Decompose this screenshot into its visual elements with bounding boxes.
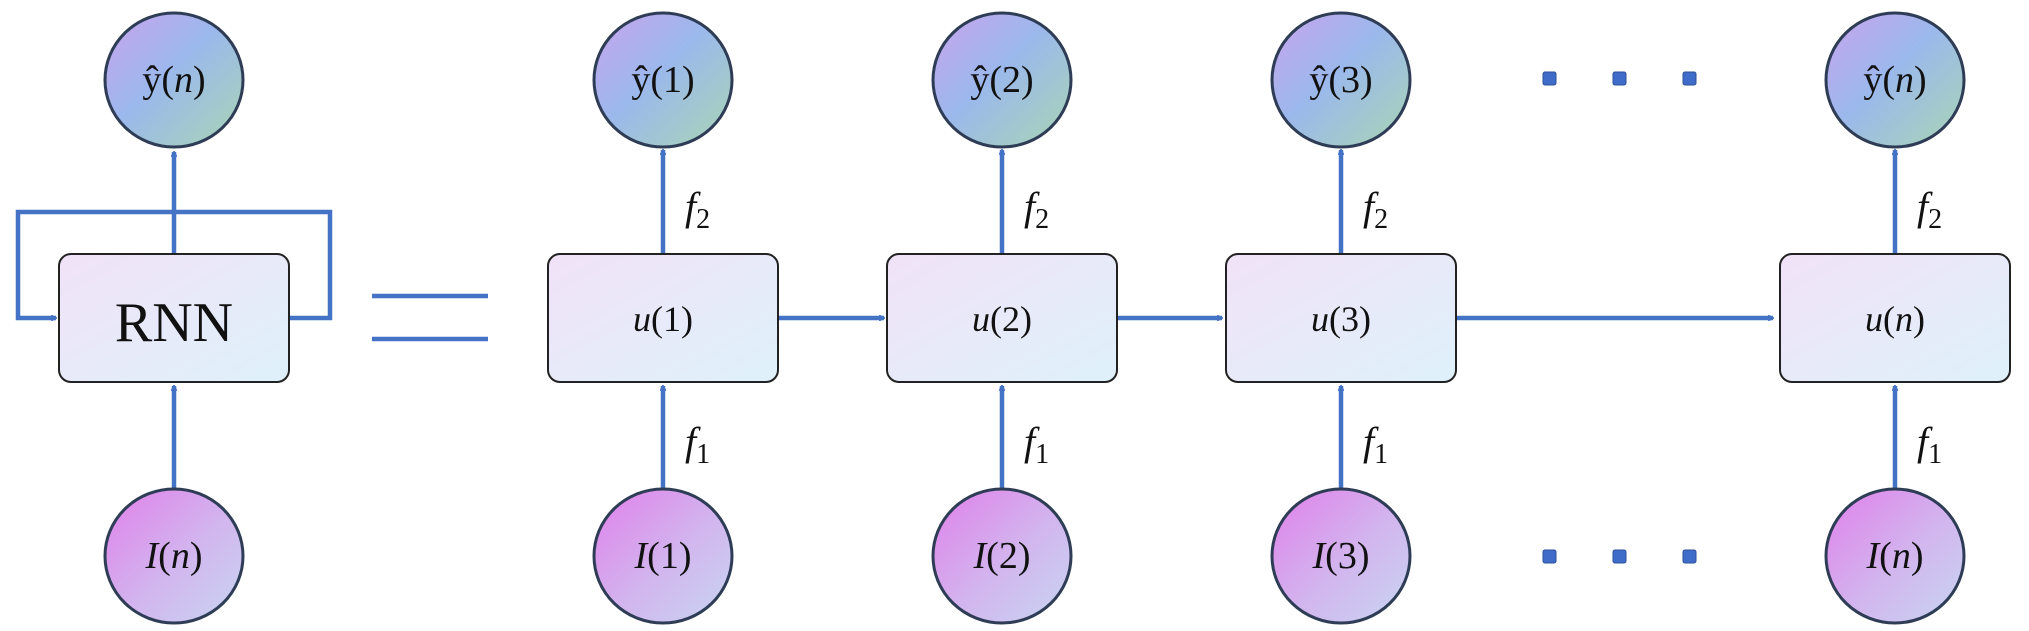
input-node-3 [1270,487,1412,625]
rnn-box [58,253,290,383]
output-node-n [1824,11,1966,149]
folded-rnn: RNN ŷ(n) I(n) [15,11,333,625]
input-node-n [1824,487,1966,625]
hidden-unit-2 [886,253,1118,383]
output-node-2 [931,11,1073,149]
input-node-3-label: I(3) [1312,535,1370,577]
f2-label-3: f2 [1363,184,1388,235]
output-node-3 [1270,11,1412,149]
f1-label-1: f1 [685,419,710,470]
rnn-box-label: RNN [115,292,233,354]
equals-sign [372,293,488,342]
hidden-unit-2-label: u(2) [972,299,1032,339]
ellipsis-dots-top-icon [1542,71,1697,86]
rnn-input-node [103,487,245,625]
rnn-output-label: ŷ(n) [142,59,205,101]
f1-label-2: f1 [1024,419,1049,470]
f1-label-3: f1 [1363,419,1388,470]
hidden-unit-1 [547,253,779,383]
hidden-unit-n-label: u(n) [1865,299,1925,339]
ellipsis-dots-bottom-icon [1542,549,1697,564]
rnn-input-label: I(n) [145,535,203,577]
input-node-2-label: I(2) [973,535,1031,577]
f2-label-2: f2 [1024,184,1049,235]
timestep-1: u(1) ŷ(1) I(1) f2 f1 [547,11,779,625]
output-node-1-label: ŷ(1) [631,59,694,101]
output-node-3-label: ŷ(3) [1309,59,1372,101]
f2-label-n: f2 [1917,184,1942,235]
timestep-2: u(2) ŷ(2) I(2) f2 f1 [886,11,1118,625]
f1-label-n: f1 [1917,419,1942,470]
timestep-3: u(3) ŷ(3) I(3) f2 f1 [1225,11,1457,625]
hidden-unit-3-label: u(3) [1311,299,1371,339]
hidden-unit-n [1779,253,2011,383]
output-node-2-label: ŷ(2) [970,59,1033,101]
hidden-unit-1-label: u(1) [633,299,693,339]
rnn-output-node [103,11,245,149]
input-node-1-label: I(1) [634,535,692,577]
input-node-n-label: I(n) [1866,535,1924,577]
timestep-n: u(n) ŷ(n) I(n) f2 f1 [1779,11,2011,625]
f2-label-1: f2 [685,184,710,235]
input-node-1 [592,487,734,625]
rnn-recurrent-loop [15,209,333,318]
hidden-unit-3 [1225,253,1457,383]
input-node-2 [931,487,1073,625]
output-node-n-label: ŷ(n) [1863,59,1926,101]
output-node-1 [592,11,734,149]
